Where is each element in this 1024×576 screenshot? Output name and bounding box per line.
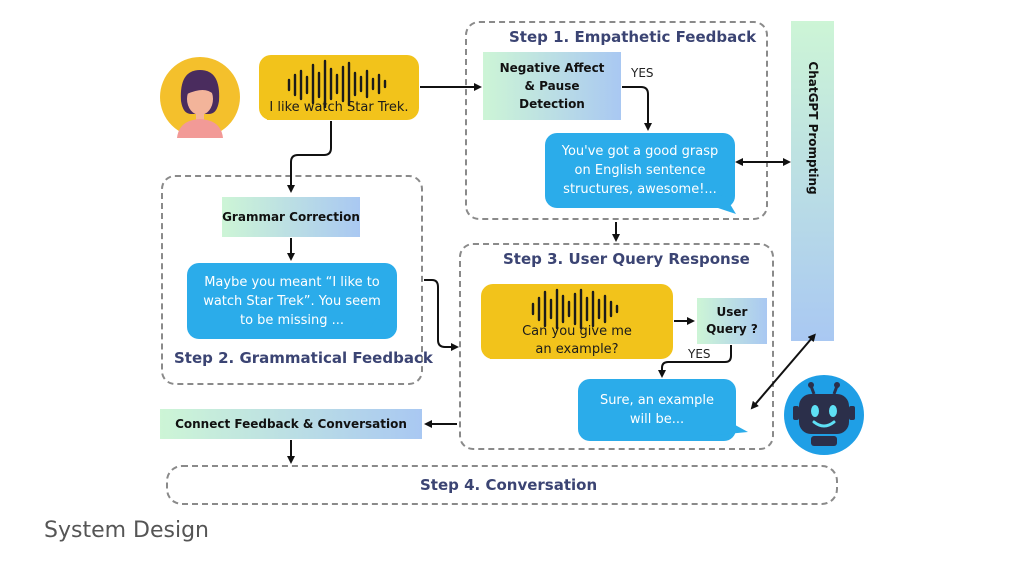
step3-title: Step 3. User Query Response [503, 250, 750, 268]
grammar-correction-module: Grammar Correction [222, 197, 360, 237]
step1-yes-label: YES [631, 66, 654, 80]
step4-title: Step 4. Conversation [420, 476, 598, 494]
step3-yes-label: YES [688, 347, 711, 361]
user-utterance-text: I like watch Star Trek. [269, 100, 409, 115]
step1-title: Step 1. Empathetic Feedback [509, 28, 757, 46]
grammar-response-bubble: Maybe you meant “I like to watch Star Tr… [187, 263, 397, 339]
empathetic-response-bubble: You've got a good grasp on English sente… [545, 133, 735, 208]
user-avatar-icon [159, 56, 241, 138]
chatgpt-prompting-bar: ChatGPT Prompting [791, 21, 834, 341]
step4-container [166, 465, 838, 505]
user-query-bubble: Can you give me an example? [481, 284, 673, 359]
user-query-text: Can you give me an example? [522, 324, 632, 357]
slide-caption: System Design [44, 518, 209, 543]
connect-feedback-module: Connect Feedback & Conversation [160, 409, 422, 439]
query-response-bubble: Sure, an example will be... [578, 379, 736, 441]
step2-title: Step 2. Grammatical Feedback [174, 349, 433, 367]
negative-affect-detector: Negative Affect & Pause Detection [483, 52, 621, 120]
step1-container [465, 21, 768, 220]
sound-wave-icon [489, 288, 619, 359]
sound-wave-icon [266, 59, 387, 120]
user-utterance-bubble: I like watch Star Trek. [259, 55, 419, 120]
